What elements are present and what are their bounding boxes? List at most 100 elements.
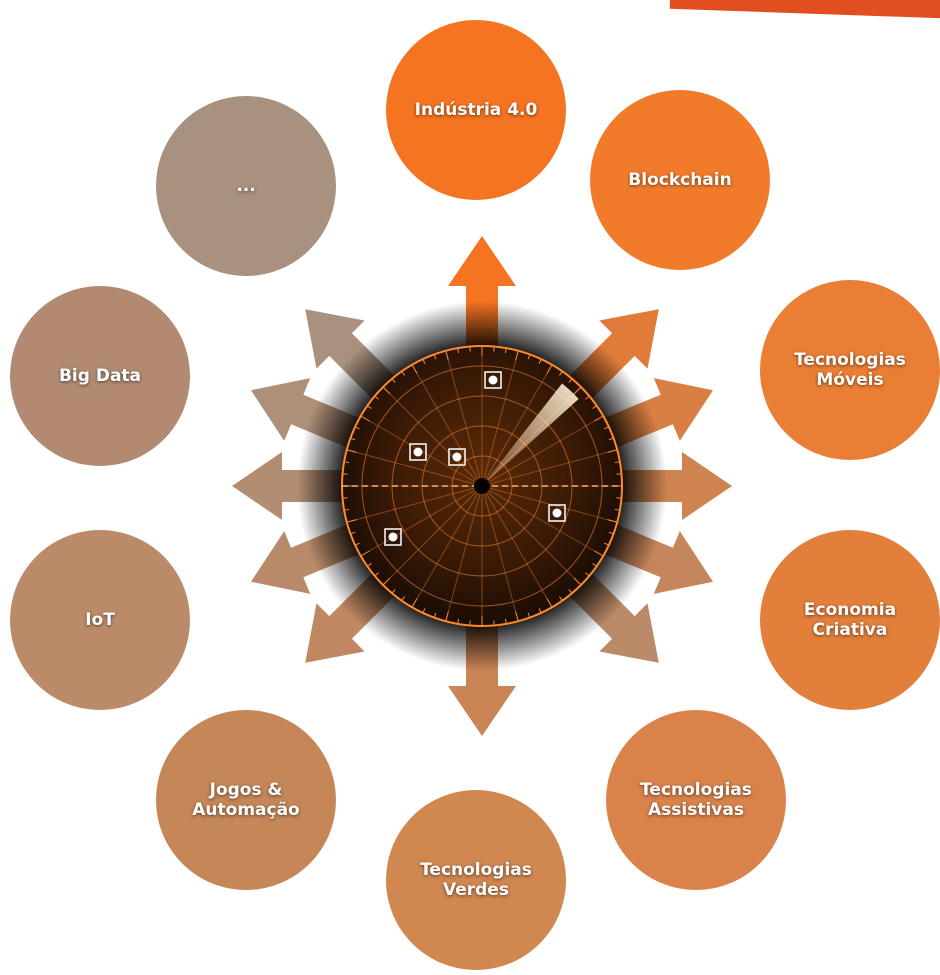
radar-blip <box>488 375 498 385</box>
topic-label: Jogos & Automação <box>192 779 300 820</box>
radar-tick <box>445 611 449 622</box>
radar-tick <box>350 531 356 535</box>
radar-tick <box>604 426 610 430</box>
radar-spoke <box>445 485 483 622</box>
radar-tick <box>538 358 542 364</box>
radar-tick <box>568 378 573 383</box>
radar-tick <box>346 449 357 453</box>
radar-tick <box>527 612 531 618</box>
radar-tick <box>527 354 531 360</box>
topic-label: Tecnologias Verdes <box>420 859 532 900</box>
radar-tick <box>585 572 590 577</box>
radar-tick <box>433 612 437 618</box>
radar-tick <box>592 405 597 409</box>
topic-node-jogos-automacao: Jogos & Automação <box>156 710 336 890</box>
radar-spoke <box>481 415 604 487</box>
radar-spoke <box>481 364 553 487</box>
radar-blip <box>552 508 562 518</box>
radar-tick <box>573 577 582 586</box>
radar-tick <box>374 395 379 400</box>
topic-node-tecnologias-verdes: Tecnologias Verdes <box>386 790 566 970</box>
arrow-0deg <box>622 452 732 520</box>
topic-node-economia-criativa: Economia Criativa <box>760 530 940 710</box>
radar-spoke <box>481 485 582 586</box>
arrow-90deg <box>448 626 516 736</box>
arrow-180deg <box>232 452 342 520</box>
radar-tick <box>538 608 542 614</box>
radar-blip-frame <box>384 528 402 546</box>
topic-node-iot: IoT <box>10 530 190 710</box>
topic-node-tecnologias-assistivas: Tecnologias Assistivas <box>606 710 786 890</box>
radar-icon <box>341 345 623 627</box>
radar-tick <box>445 350 449 361</box>
radar-spoke <box>481 485 553 608</box>
topic-label: Big Data <box>58 365 142 386</box>
topic-label: Indústria 4.0 <box>414 99 538 120</box>
radar-spoke <box>346 485 483 523</box>
radar-tick <box>433 354 437 360</box>
radar-center-dot <box>474 478 490 494</box>
radar-tick <box>559 371 563 376</box>
radar-tick <box>360 550 370 557</box>
topic-label: Economia Criativa <box>803 599 897 640</box>
radar-spoke <box>481 485 519 622</box>
radar-tick <box>360 415 370 422</box>
radar-spoke <box>481 350 519 487</box>
radar-tick <box>607 449 618 453</box>
radar-tick <box>344 508 350 511</box>
radar-tick <box>354 426 360 430</box>
arrow-270deg <box>448 236 516 346</box>
topic-node-industria-4-0: Indústria 4.0 <box>386 20 566 200</box>
radar-blip <box>452 452 462 462</box>
topic-node-blockchain: Blockchain <box>590 90 770 270</box>
radar-tick <box>346 519 357 523</box>
radar-tick <box>592 563 597 567</box>
radar-tick <box>367 405 372 409</box>
radar-tick <box>594 550 604 557</box>
radar-tick <box>546 598 553 608</box>
radar-tick <box>411 598 418 608</box>
radar-tick <box>614 508 620 511</box>
topic-label: Tecnologias Assistivas <box>640 779 752 820</box>
radar-tick <box>457 348 460 354</box>
radar-spoke <box>445 350 483 487</box>
topic-node-more: ... <box>156 96 336 276</box>
radar-tick <box>350 437 356 441</box>
radar-spoke <box>411 485 483 608</box>
radar-tick <box>559 596 563 601</box>
radar-tick <box>607 519 618 523</box>
radar-tick <box>367 563 372 567</box>
radar-spoke <box>481 485 604 557</box>
topic-node-big-data: Big Data <box>10 286 190 466</box>
radar-blip <box>413 447 423 457</box>
radar-spoke <box>481 485 618 523</box>
radar-tick <box>573 386 582 395</box>
radar-blip-frame <box>409 443 427 461</box>
radar-tick <box>344 461 350 464</box>
radar-tick <box>401 596 405 601</box>
radar-tick <box>568 589 573 594</box>
radar-spoke <box>346 449 483 487</box>
radar-tick <box>614 461 620 464</box>
radar-tick <box>382 386 391 395</box>
radar-tick <box>546 364 553 374</box>
radar-tick <box>515 611 519 622</box>
radar-spoke <box>411 364 483 487</box>
radar-tick <box>391 589 396 594</box>
radar-tick <box>374 572 379 577</box>
radar-tick <box>504 618 507 624</box>
radar-tick <box>391 378 396 383</box>
radar-tick <box>411 364 418 374</box>
topic-label: Tecnologias Móveis <box>794 349 906 390</box>
radar-tick <box>585 395 590 400</box>
radar-tick <box>604 542 610 546</box>
radar-tick <box>457 618 460 624</box>
radar-tick <box>608 531 614 535</box>
radar-spoke <box>360 485 483 557</box>
radar-blip-frame <box>548 504 566 522</box>
radar-tick <box>382 577 391 586</box>
radar-tick <box>608 437 614 441</box>
radar-spoke <box>382 386 483 487</box>
radar-tick <box>401 371 405 376</box>
